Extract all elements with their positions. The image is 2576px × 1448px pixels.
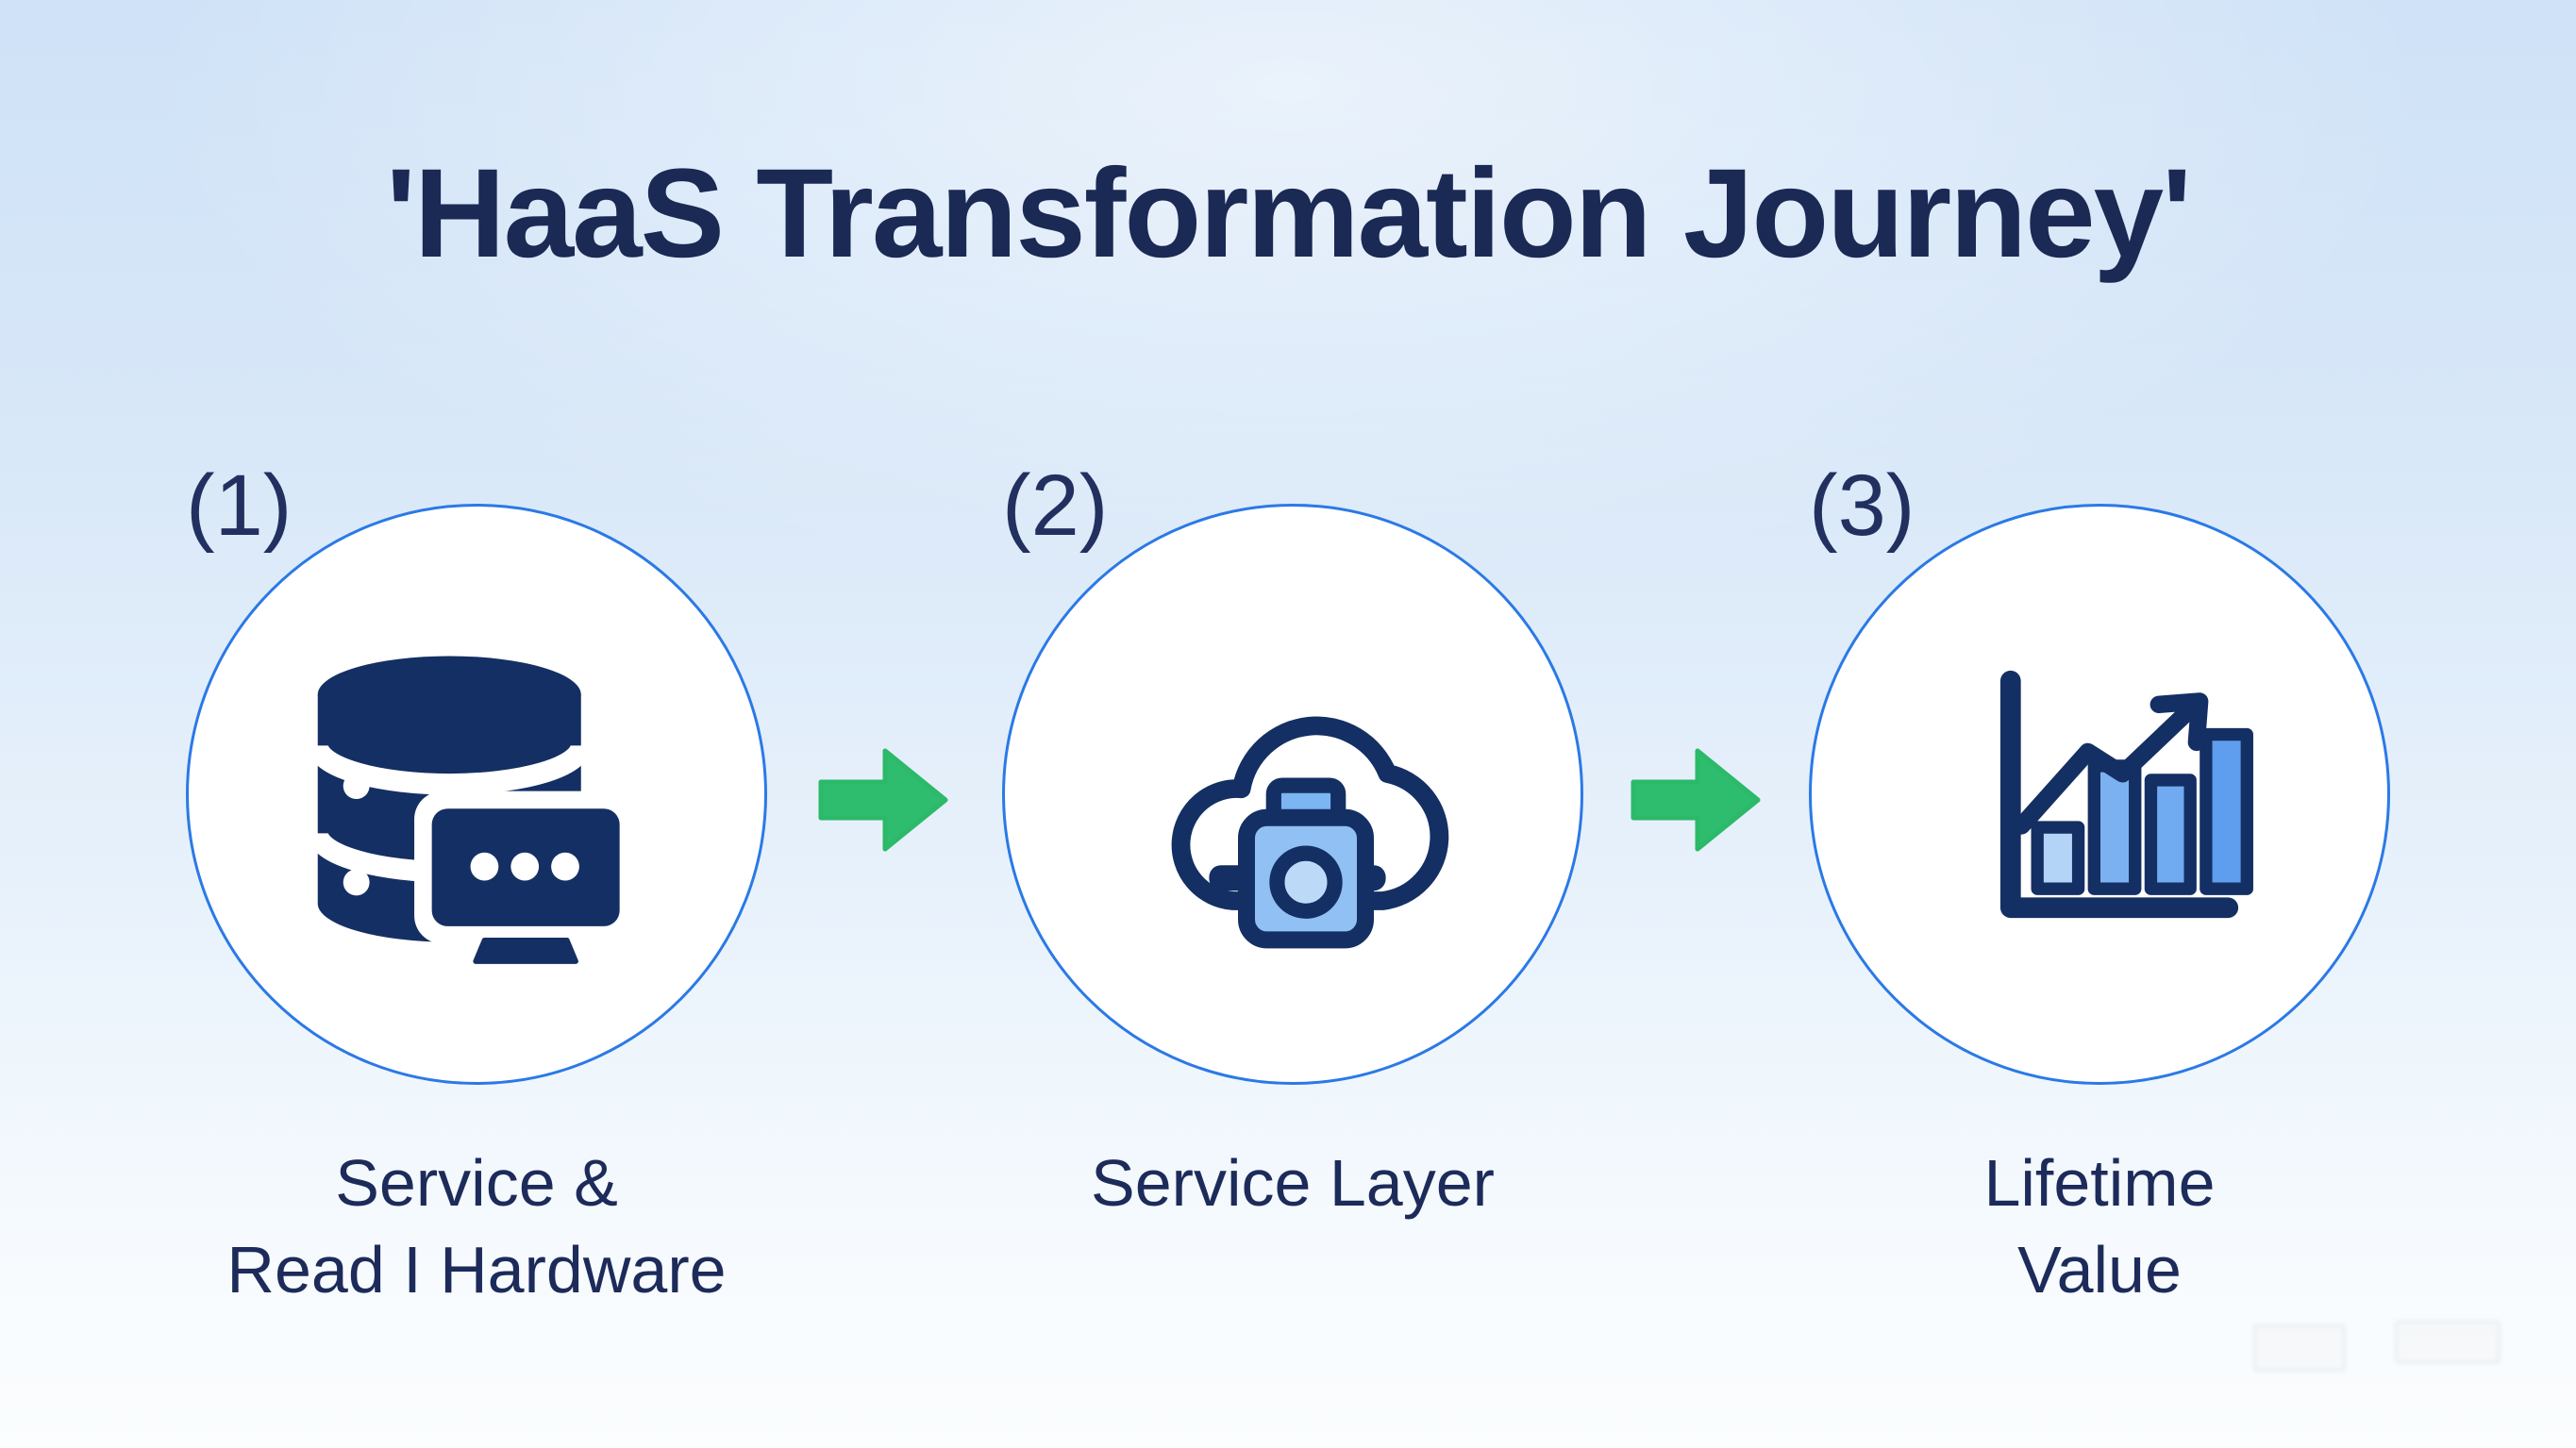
step-1-label-line-2: Read I Hardware [226, 1233, 727, 1307]
step-2-number: (2) [1002, 458, 1109, 554]
database-monitor-icon [307, 656, 638, 964]
ghost-watermark-mark [2395, 1321, 2501, 1364]
step-3-label: Lifetime Value [1807, 1140, 2392, 1314]
step-1-label: Service & Read I Hardware [184, 1140, 769, 1314]
step-1: (1) Service & Read I Hardware [184, 462, 769, 1311]
step-1-circle [186, 504, 767, 1085]
step-2-circle [1002, 504, 1583, 1085]
ghost-watermark [2253, 1319, 2501, 1377]
step-3-label-line-1: Lifetime [1983, 1146, 2216, 1220]
step-2: (2) Service Layer [1000, 462, 1585, 1311]
step-1-number: (1) [186, 458, 293, 554]
growth-chart-icon [1999, 670, 2253, 919]
step-1-label-line-1: Service & [335, 1146, 618, 1220]
page-title: 'HaaS Transformation Journey' [385, 143, 2192, 284]
step-3: (3) Lifetime Value [1807, 462, 2392, 1311]
step-2-label: Service Layer [1000, 1140, 1585, 1226]
step-3-circle [1809, 504, 2390, 1085]
cloud-service-icon [1171, 716, 1449, 949]
step-2-label-line-1: Service Layer [1091, 1146, 1495, 1220]
arrow-right-icon [818, 748, 948, 852]
arrow-right-icon [1631, 748, 1761, 852]
step-3-label-line-2: Value [2017, 1233, 2182, 1307]
step-3-number: (3) [1809, 458, 1915, 554]
ghost-watermark-mark [2253, 1324, 2346, 1372]
